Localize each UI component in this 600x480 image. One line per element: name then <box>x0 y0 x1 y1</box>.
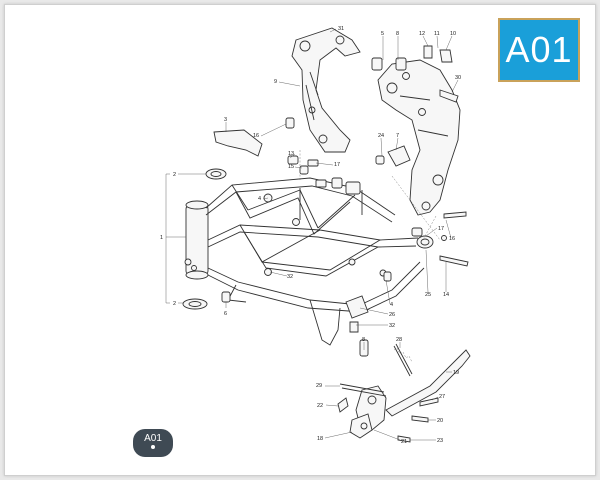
stamp-dot-icon <box>151 445 155 449</box>
callout-25: 25 <box>425 292 431 298</box>
callout-6: 6 <box>224 311 227 317</box>
callout-24: 24 <box>378 133 384 139</box>
callout-3: 3 <box>224 117 227 123</box>
diagram-frame <box>4 4 596 476</box>
callout-22: 22 <box>317 403 323 409</box>
callout-18: 18 <box>317 436 323 442</box>
section-badge: A01 <box>498 18 580 82</box>
page-stamp: A01 <box>133 429 173 457</box>
callout-19: 19 <box>453 370 459 376</box>
callout-26: 26 <box>389 312 395 318</box>
callout-12: 12 <box>419 31 425 37</box>
page-stamp-label: A01 <box>144 433 162 444</box>
callout-16-upper: 16 <box>253 133 259 139</box>
callout-2-bottom: 2 <box>173 301 176 307</box>
leader-lines <box>165 28 459 441</box>
callout-30: 30 <box>455 75 461 81</box>
callout-20: 20 <box>437 418 443 424</box>
callout-labels: 31 5 8 12 11 10 9 30 3 16 24 7 13 15 17 … <box>160 26 461 445</box>
callout-8: 8 <box>396 31 399 37</box>
callout-2-top: 2 <box>173 172 176 178</box>
callout-32-middle: 32 <box>287 274 293 280</box>
callout-4-lower: 4 <box>390 302 393 308</box>
side-stand-assembly <box>337 343 471 443</box>
callout-31: 31 <box>338 26 344 32</box>
section-badge-label: A01 <box>505 29 573 70</box>
callout-17-upper: 17 <box>334 162 340 168</box>
callout-10: 10 <box>450 31 456 37</box>
callout-17-right: 17 <box>438 226 444 232</box>
callout-13: 13 <box>288 151 294 157</box>
callout-32-lower: 32 <box>389 323 395 329</box>
callout-8-lower: 8 <box>362 337 365 343</box>
callout-28: 28 <box>396 337 402 343</box>
callout-11: 11 <box>434 31 440 37</box>
right-plate <box>371 45 469 267</box>
callout-16-right: 16 <box>449 236 455 242</box>
callout-29: 29 <box>316 383 322 389</box>
callout-21: 21 <box>401 439 407 445</box>
callout-9: 9 <box>274 79 277 85</box>
callout-14: 14 <box>443 292 449 298</box>
main-frame <box>182 168 434 346</box>
callout-7: 7 <box>396 133 399 139</box>
callout-4-upper: 4 <box>258 196 261 202</box>
callout-23: 23 <box>437 438 443 444</box>
callout-15: 15 <box>288 164 294 170</box>
callout-1: 1 <box>160 235 163 241</box>
left-bracket <box>291 27 361 153</box>
callout-5: 5 <box>381 31 384 37</box>
callout-27: 27 <box>439 394 445 400</box>
small-parts <box>213 117 392 357</box>
